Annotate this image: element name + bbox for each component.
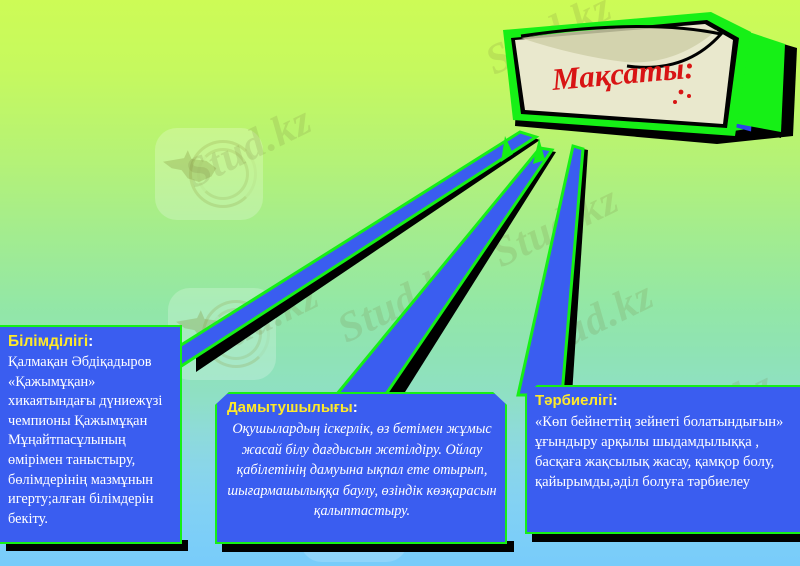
box-title: Тәрбиелігі: <box>535 392 618 409</box>
box-body-text: Қалмақан Әбдіқадыров «Қажымұқан» хикаяты… <box>8 354 163 527</box>
connector-shadow-left <box>196 135 540 372</box>
box-body-text: Оқушылардың іскерлік, өз бетімен жұмыс ж… <box>227 421 497 519</box>
title-colon: : <box>612 392 618 409</box>
ink-dot <box>673 100 677 104</box>
box-title: Дамытушылығы: <box>227 399 358 416</box>
box-body-text: «Көп бейнеттің зейнеті болатындығын» ұғы… <box>535 414 784 490</box>
box-shadow-left <box>6 540 188 551</box>
ink-dot <box>687 94 691 98</box>
objective-box-bilimdiligi[interactable]: Білімділігі: Қалмақан Әбдіқадыров «Қажым… <box>0 325 182 544</box>
title-colon: : <box>352 399 358 416</box>
spark <box>501 136 513 162</box>
box-shadow-right <box>532 531 800 542</box>
book-page-curl-line <box>520 24 724 69</box>
box-shadow-middle <box>222 541 514 552</box>
spark <box>533 138 545 164</box>
book-graphic: Мақсаты: <box>501 12 797 164</box>
ink-dot <box>678 89 684 95</box>
objective-box-damytushylygy[interactable]: Дамытушылығы: Оқушылардың іскерлік, өз б… <box>215 392 507 544</box>
book-page-curl <box>521 27 717 63</box>
title-colon: : <box>88 333 94 350</box>
objective-box-tarbieligi[interactable]: Тәрбиелігі: «Көп бейнеттің зейнеті болат… <box>525 385 800 534</box>
box-title: Білімділігі: <box>8 333 94 350</box>
